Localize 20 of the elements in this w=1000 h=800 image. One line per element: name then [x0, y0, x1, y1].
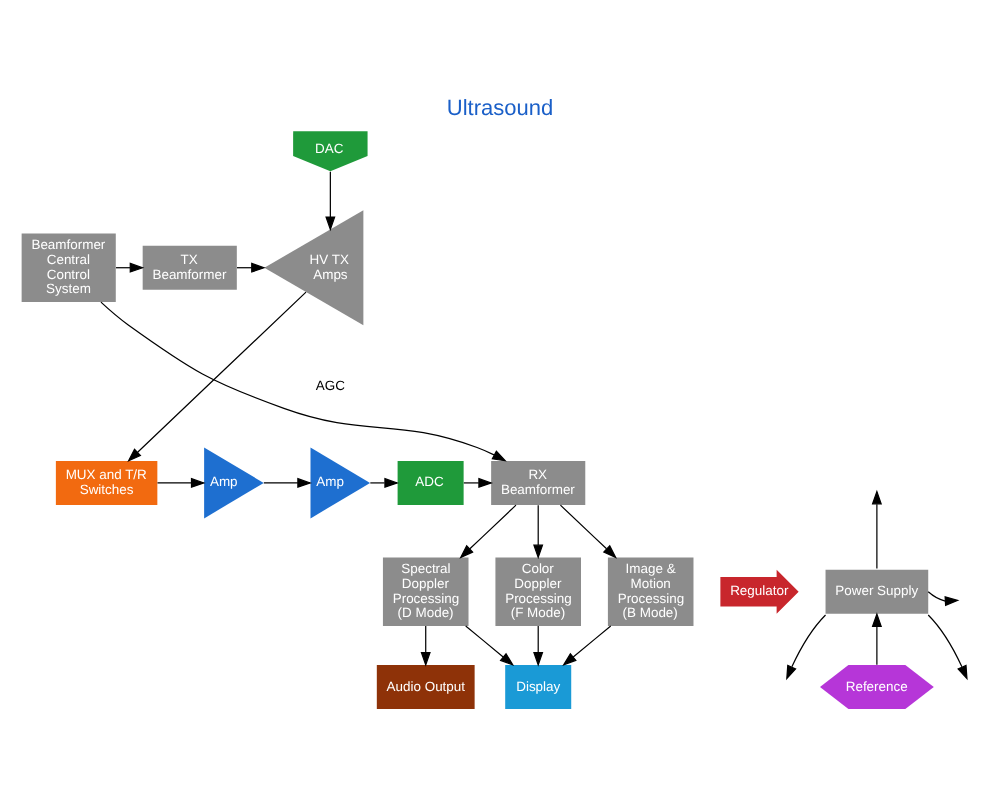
arrow: [533, 503, 544, 559]
diagram-title: Ultrasound: [446, 96, 554, 121]
arrow: [420, 624, 431, 666]
arrow: [871, 611, 882, 665]
arrow: [156, 476, 206, 488]
arrow: [459, 503, 517, 558]
arrow: [533, 624, 544, 666]
arrow: [786, 613, 827, 680]
arrow: [325, 170, 336, 231]
arrow: [463, 476, 493, 488]
arrow: [127, 290, 307, 462]
arrow: [871, 488, 882, 569]
arrow: [559, 503, 618, 558]
arrow: [100, 300, 507, 461]
arrow: [562, 624, 612, 666]
arrow: [927, 613, 968, 680]
arrow: [263, 476, 312, 488]
arrow: [927, 590, 960, 606]
arrow: [465, 624, 515, 666]
arrow: [369, 476, 399, 488]
